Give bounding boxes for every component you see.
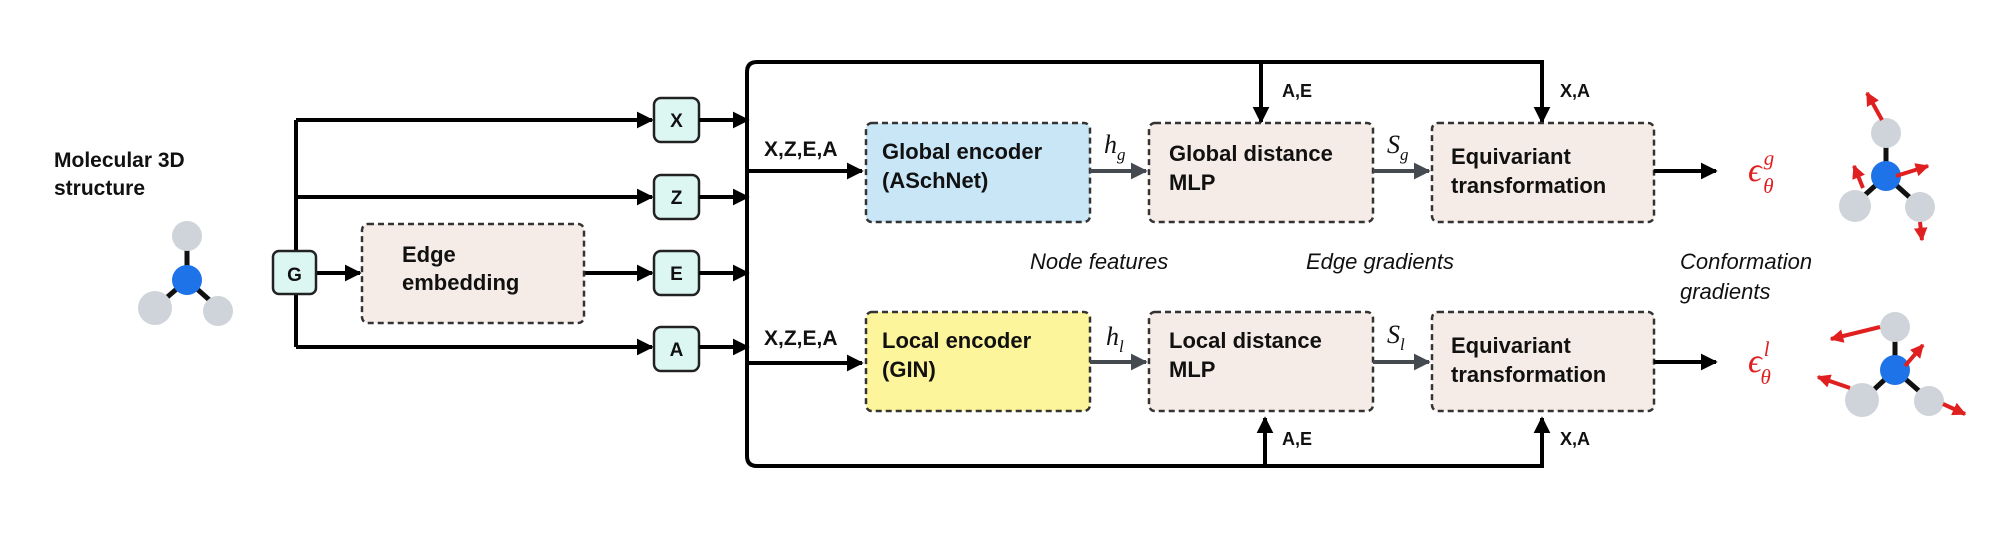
svg-text:E: E xyxy=(670,264,683,285)
gradient-arrow xyxy=(1852,164,1865,189)
svg-text:Global encoder (ASchNet): Global encoder (ASchNet) xyxy=(882,139,1048,193)
local-equivariant-box: Equivariant transformation xyxy=(1430,310,1656,413)
edge-embedding-box: Edge embedding xyxy=(360,222,586,325)
global-hidden-label: hg xyxy=(1104,130,1126,164)
global-score-label: Sg xyxy=(1387,130,1409,164)
input-molecule: Molecular 3D structure xyxy=(54,149,233,326)
global-equivariant-box: Equivariant transformation xyxy=(1430,121,1656,224)
token-a: A xyxy=(652,325,701,373)
atom-outer xyxy=(203,296,233,326)
atom-outer xyxy=(138,291,172,325)
token-e: E xyxy=(652,249,701,297)
global-output-molecule xyxy=(1839,91,1935,242)
edge-gradients-caption: Edge gradients xyxy=(1306,249,1454,274)
input-title: Molecular 3D structure xyxy=(54,149,191,200)
local-encoder-box: Local encoder (GIN) xyxy=(864,310,1092,413)
g-node: G xyxy=(271,249,318,296)
inputs-label-bottom: X,Z,E,A xyxy=(764,327,838,350)
global-mlp-input-label: A,E xyxy=(1282,81,1312,101)
gradient-arrow xyxy=(1903,343,1925,368)
svg-text:Local distance MLP: Local distance MLP xyxy=(1169,328,1328,382)
local-output-molecule xyxy=(1816,312,1967,417)
local-distance-mlp-box: Local distance MLP xyxy=(1147,310,1375,413)
inputs-label-top: X,Z,E,A xyxy=(764,138,838,161)
gradient-arrow xyxy=(1816,374,1851,390)
conformation-gradients-caption: Conformation gradients xyxy=(1680,249,1818,304)
node-features-caption: Node features xyxy=(1030,249,1168,274)
gradient-arrow xyxy=(1913,221,1928,242)
fanout-wires xyxy=(294,111,654,356)
gradient-arrow xyxy=(1865,91,1884,121)
molecule-icon xyxy=(138,221,233,326)
gradient-arrow xyxy=(1829,325,1881,343)
global-encoder-box: Global encoder (ASchNet) xyxy=(864,121,1092,224)
svg-text:Edge embedding: Edge embedding xyxy=(402,242,519,295)
svg-text:Global distance MLP: Global distance MLP xyxy=(1169,141,1339,195)
local-hidden-label: hl xyxy=(1106,322,1124,356)
local-score-label: Sl xyxy=(1387,320,1405,354)
svg-text:Equivariant transformati: Equivariant transformation xyxy=(1451,333,1606,387)
local-mlp-input-label: A,E xyxy=(1282,429,1312,449)
global-distance-mlp-box: Global distance MLP xyxy=(1147,121,1375,224)
token-x: X xyxy=(652,96,701,144)
svg-text:Z: Z xyxy=(671,188,683,209)
svg-text:G: G xyxy=(287,265,302,286)
gradient-arrow xyxy=(1942,402,1967,416)
gradient-arrow xyxy=(1895,163,1930,178)
svg-text:Local encoder (GIN): Local encoder (GIN) xyxy=(882,328,1037,382)
svg-text:A: A xyxy=(670,340,684,361)
svg-text:X: X xyxy=(670,111,683,132)
bus-wires xyxy=(745,60,1551,468)
atom-center xyxy=(172,265,202,295)
global-equiv-input-label: X,A xyxy=(1560,81,1590,101)
token-to-bus-wires xyxy=(699,111,750,356)
svg-text:Equivariant transformati: Equivariant transformation xyxy=(1451,144,1606,198)
atom-outer xyxy=(172,221,202,251)
token-z: Z xyxy=(652,173,701,221)
local-equiv-input-label: X,A xyxy=(1560,429,1590,449)
